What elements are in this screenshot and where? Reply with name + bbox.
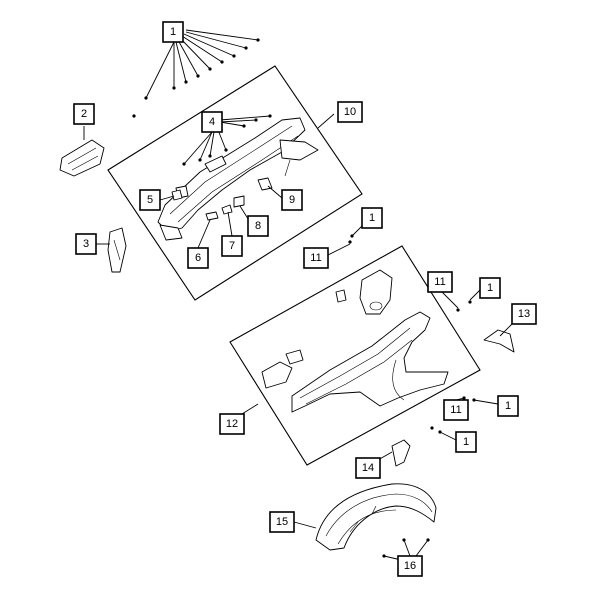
callout-11: 11 bbox=[427, 271, 453, 293]
callout-14: 14 bbox=[355, 457, 381, 479]
callout-label: 16 bbox=[404, 560, 416, 572]
callout-label: 1 bbox=[505, 400, 511, 412]
fender-apron-assembly bbox=[261, 269, 449, 413]
callout-label: 3 bbox=[83, 238, 89, 250]
callout-7: 7 bbox=[221, 235, 243, 257]
callout-label: 14 bbox=[362, 462, 374, 474]
callout-label: 1 bbox=[170, 26, 176, 38]
callout-label: 15 bbox=[276, 516, 288, 528]
callout-label: 11 bbox=[450, 404, 461, 416]
callout-label: 11 bbox=[434, 276, 445, 288]
callout-12: 12 bbox=[219, 413, 245, 435]
callout-1: 1 bbox=[455, 431, 477, 453]
callout-label: 5 bbox=[147, 194, 153, 206]
callout-13: 13 bbox=[511, 303, 537, 325]
trim-part-13 bbox=[483, 329, 515, 353]
callout-label: 4 bbox=[209, 116, 215, 128]
callout-label: 12 bbox=[226, 418, 238, 430]
callout-label: 10 bbox=[344, 106, 356, 118]
callout-6: 6 bbox=[187, 247, 209, 269]
bracket-7 bbox=[221, 204, 233, 215]
reinforcement-part-2 bbox=[59, 139, 105, 177]
callout-3: 3 bbox=[75, 233, 97, 255]
callout-1: 1 bbox=[361, 207, 383, 229]
callout-15: 15 bbox=[269, 511, 295, 533]
callout-label: 1 bbox=[369, 212, 375, 224]
callout-11: 11 bbox=[303, 247, 329, 269]
callout-1: 1 bbox=[479, 277, 501, 299]
callout-label: 2 bbox=[81, 108, 87, 120]
callout-4: 4 bbox=[201, 111, 223, 133]
callout-label: 1 bbox=[463, 436, 469, 448]
callout-label: 6 bbox=[195, 252, 201, 264]
callout-1: 1 bbox=[497, 395, 519, 417]
bracket-5 bbox=[171, 189, 183, 201]
bracket-part-14 bbox=[391, 439, 411, 467]
callout-16: 16 bbox=[397, 555, 423, 577]
callout-9: 9 bbox=[281, 189, 303, 211]
callout-label: 9 bbox=[289, 194, 295, 206]
callout-1: 1 bbox=[162, 21, 184, 43]
callout-label: 7 bbox=[229, 240, 235, 252]
callout-label: 11 bbox=[310, 252, 321, 264]
callout-2: 2 bbox=[73, 103, 95, 125]
bracket-part-3 bbox=[107, 227, 127, 273]
bracket-6 bbox=[205, 211, 219, 221]
callout-8: 8 bbox=[247, 215, 269, 237]
callout-11: 11 bbox=[443, 399, 469, 421]
callout-label: 13 bbox=[518, 308, 530, 320]
callout-5: 5 bbox=[139, 189, 161, 211]
callout-label: 8 bbox=[255, 220, 261, 232]
callout-label: 1 bbox=[487, 282, 493, 294]
callout-10: 10 bbox=[337, 101, 363, 123]
bracket-8 bbox=[233, 195, 245, 208]
wheelhouse-liner-part-15 bbox=[315, 483, 437, 551]
